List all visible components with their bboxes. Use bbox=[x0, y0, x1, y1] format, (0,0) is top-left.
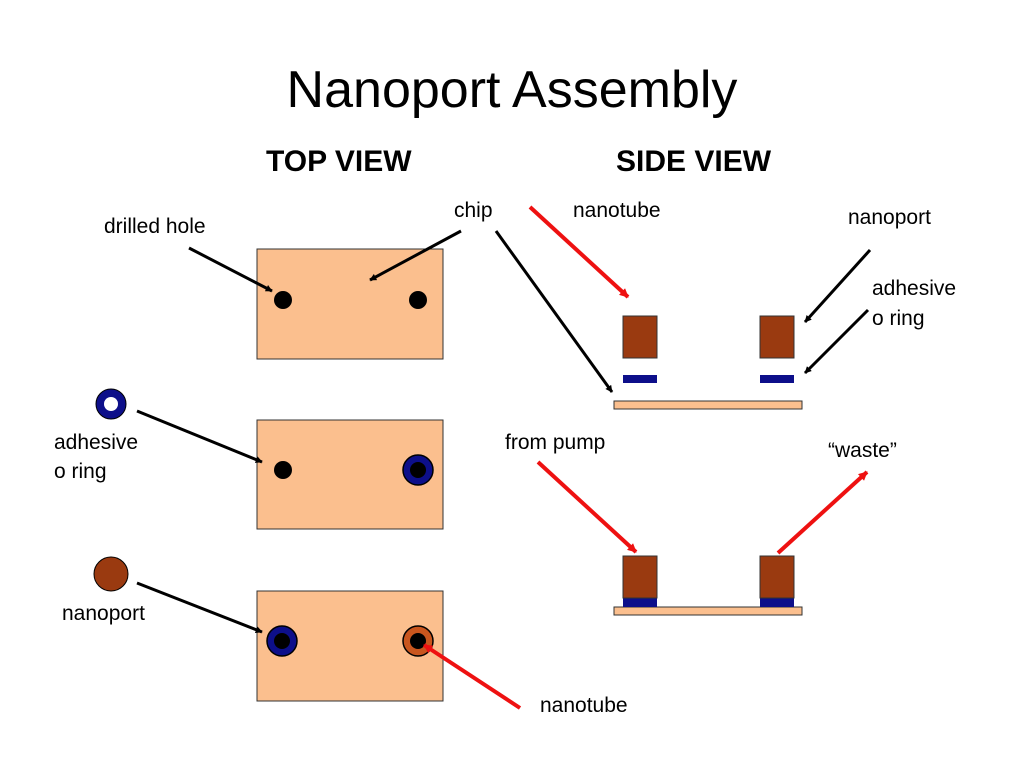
adhesive-oring-label-side-line2: o ring bbox=[872, 307, 925, 330]
side-nanoport-left-2 bbox=[622, 555, 658, 599]
side-nanoport-right-1 bbox=[759, 315, 795, 359]
nanoport-label-top: nanoport bbox=[62, 602, 145, 625]
adhesive-oring-label-side-line1: adhesive bbox=[872, 277, 957, 300]
arrow-adhesive-side bbox=[803, 308, 870, 375]
side-view-heading: SIDE VIEW bbox=[616, 145, 772, 178]
waste-label: “waste” bbox=[828, 439, 897, 462]
nanotube-label-bottom: nanotube bbox=[540, 694, 628, 717]
nanotube-in-hole-3 bbox=[410, 633, 426, 649]
arrow-chip-side bbox=[494, 230, 614, 393]
drilled-hole-left-2 bbox=[274, 461, 292, 479]
side-oring-left-2 bbox=[623, 598, 657, 607]
side-chip-2 bbox=[613, 606, 803, 616]
arrow-adhesive-oring bbox=[136, 409, 263, 464]
nanotube-label-side: nanotube bbox=[573, 199, 661, 222]
drilled-hole-right-1 bbox=[409, 291, 427, 309]
arrow-waste bbox=[776, 470, 869, 555]
arrow-nanoport bbox=[136, 581, 263, 634]
nanoport-icon bbox=[93, 556, 129, 592]
arrow-drilled-hole bbox=[188, 246, 273, 293]
adhesive-oring-label-line1: adhesive bbox=[54, 431, 139, 454]
drilled-hole-left-1 bbox=[274, 291, 292, 309]
top-view-heading: TOP VIEW bbox=[266, 145, 412, 178]
arrow-nanotube-side bbox=[528, 205, 630, 299]
from-pump-label: from pump bbox=[505, 431, 606, 454]
arrow-from-pump bbox=[536, 460, 638, 554]
side-oring-right-2 bbox=[760, 598, 794, 607]
side-oring-right-1 bbox=[760, 375, 794, 383]
side-nanoport-left-1 bbox=[622, 315, 658, 359]
adhesive-oring-icon-center bbox=[104, 397, 118, 411]
arrow-nanoport-side bbox=[803, 248, 872, 324]
arrow-nanotube-top bbox=[422, 643, 522, 710]
side-nanoport-right-2 bbox=[759, 555, 795, 599]
drilled-hole-left-3 bbox=[274, 633, 290, 649]
page-title: Nanoport Assembly bbox=[286, 61, 738, 119]
side-chip-1 bbox=[613, 400, 803, 410]
nanoport-label-side: nanoport bbox=[848, 206, 931, 229]
drilled-hole-right-2 bbox=[410, 462, 426, 478]
arrow-chip-top bbox=[369, 229, 462, 282]
chip-label: chip bbox=[454, 199, 493, 222]
side-oring-left-1 bbox=[623, 375, 657, 383]
adhesive-oring-label-line2: o ring bbox=[54, 460, 107, 483]
drilled-hole-label: drilled hole bbox=[104, 215, 206, 238]
